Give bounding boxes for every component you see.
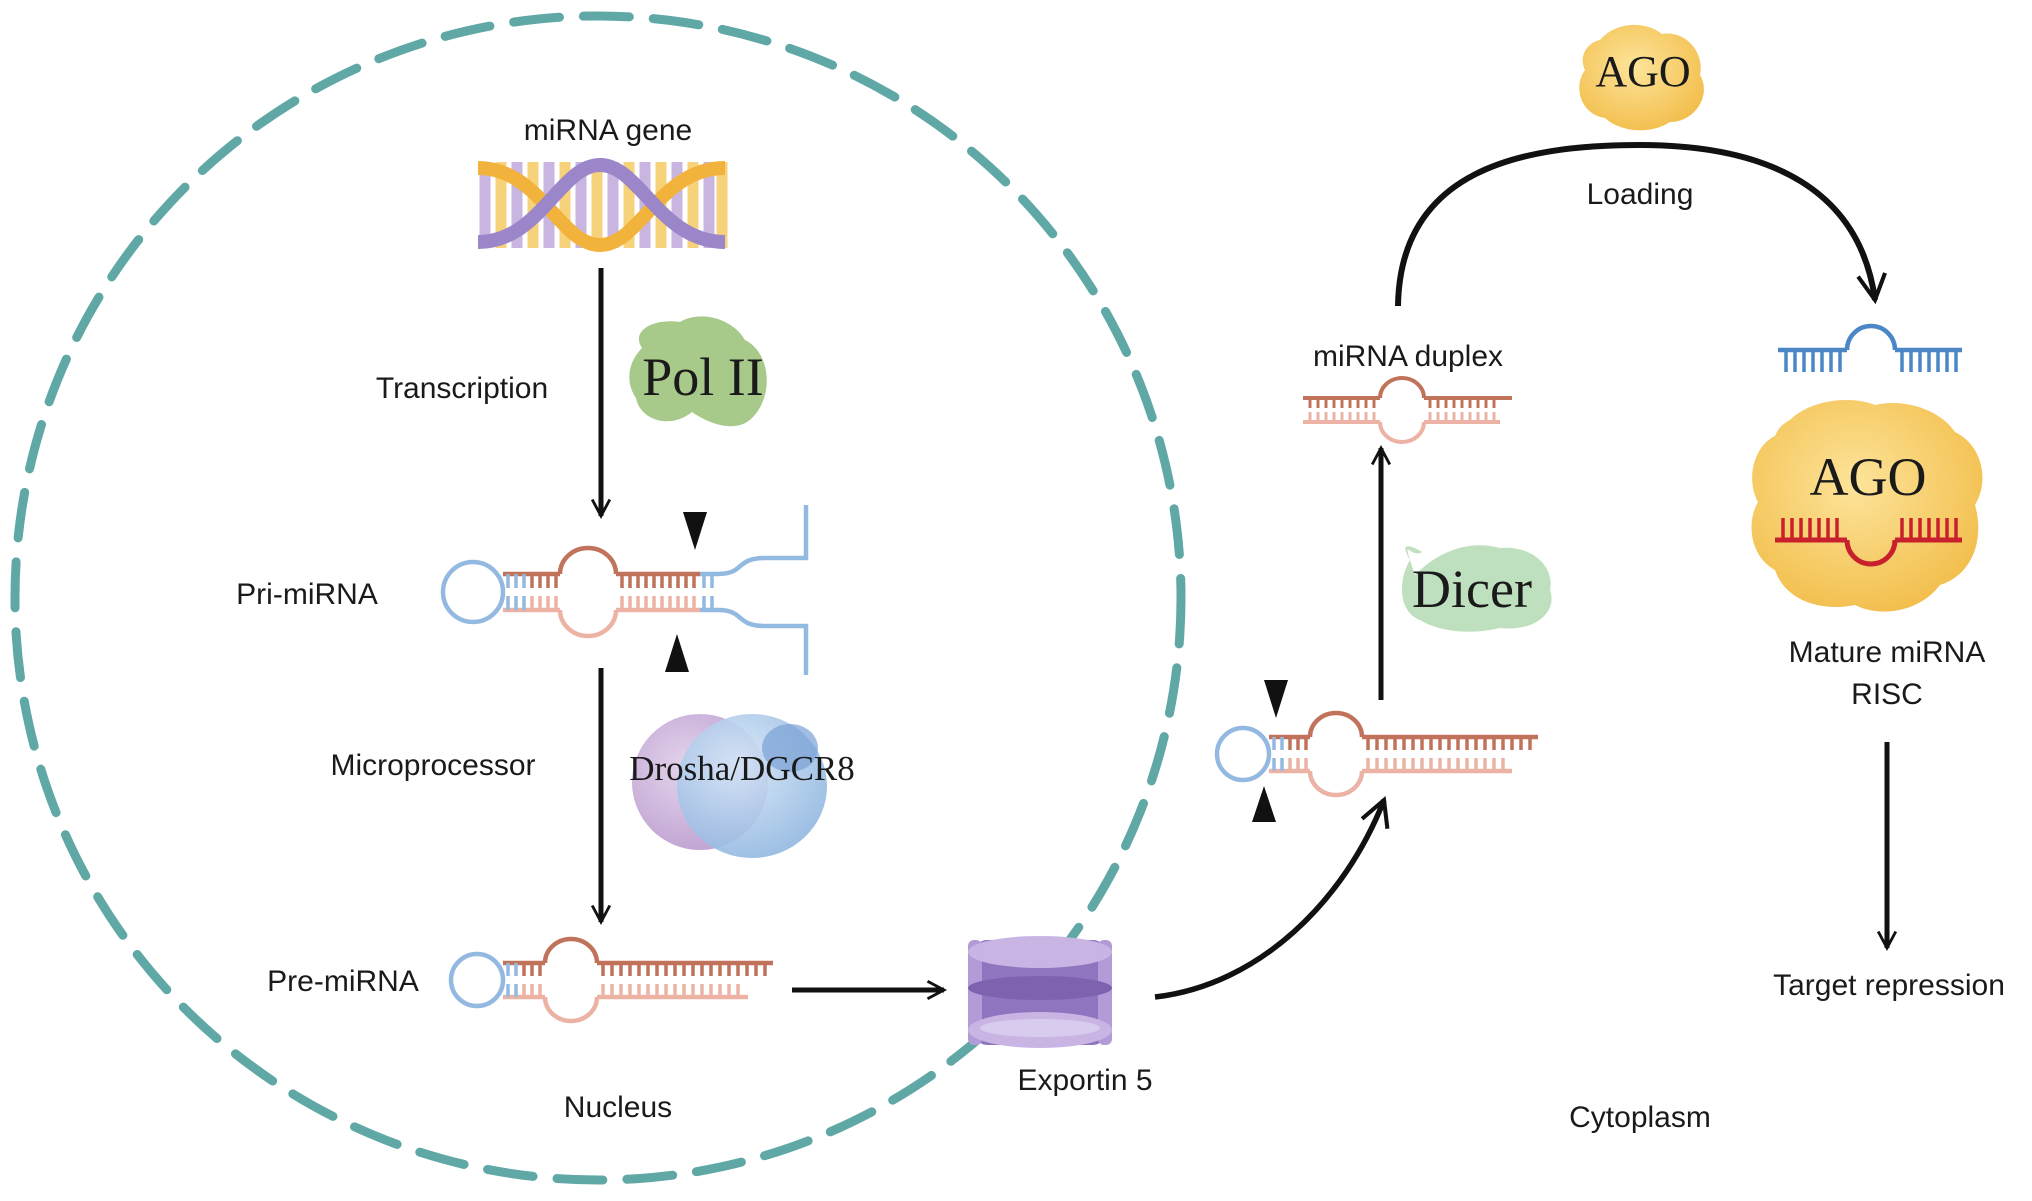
ago-risc-icon	[1751, 400, 1983, 612]
label-risc: RISC	[1851, 678, 1923, 711]
label-dicer: Dicer	[1412, 559, 1532, 619]
label-transcription: Transcription	[376, 372, 548, 405]
label-loading: Loading	[1587, 178, 1694, 211]
pol2-icon	[629, 316, 767, 427]
label-target-repression: Target repression	[1773, 969, 2005, 1002]
label-drosha-dgcr8: Drosha/DGCR8	[629, 749, 855, 788]
pre-mirna-hairpin	[448, 936, 773, 1024]
exportin-to-cytoplasm-arrow	[1154, 795, 1390, 1000]
label-nucleus: Nucleus	[564, 1091, 672, 1124]
exportin-5-icon	[968, 936, 1112, 1048]
label-pol2: Pol II	[642, 347, 764, 407]
label-pri-mirna: Pri-miRNA	[236, 578, 378, 611]
loaded-mirna-strand	[1778, 323, 1962, 372]
loading-arrow	[1395, 141, 1887, 307]
label-pre-mirna: Pre-miRNA	[267, 965, 419, 998]
cleavage-arrowhead-bottom	[665, 634, 689, 672]
cytoplasmic-pre-mirna	[1214, 710, 1538, 798]
label-mirna-gene: miRNA gene	[524, 114, 692, 147]
label-cytoplasm: Cytoplasm	[1569, 1101, 1711, 1134]
label-mirna-duplex: miRNA duplex	[1313, 340, 1503, 373]
dicer-cut-arrowhead-bottom	[1252, 786, 1276, 822]
dicer-cut-arrowhead-top	[1264, 680, 1288, 718]
label-exportin-5: Exportin 5	[1017, 1064, 1152, 1097]
nucleus-border	[10, 11, 1186, 1185]
dna-icon	[477, 157, 728, 253]
ago-icon-top	[1579, 24, 1704, 131]
label-ago-top: AGO	[1595, 47, 1690, 96]
label-mature-mirna: Mature miRNA	[1789, 636, 1986, 669]
mirna-duplex	[1303, 376, 1512, 444]
drosha-dgcr8-icon	[632, 714, 827, 858]
risc-mirna-strand	[1775, 518, 1962, 567]
label-microprocessor: Microprocessor	[330, 749, 535, 782]
dicer-icon	[1401, 545, 1552, 632]
cleavage-arrowhead-top	[683, 512, 707, 550]
label-ago-risc: AGO	[1810, 447, 1927, 507]
pri-mirna-hairpin	[440, 505, 809, 675]
